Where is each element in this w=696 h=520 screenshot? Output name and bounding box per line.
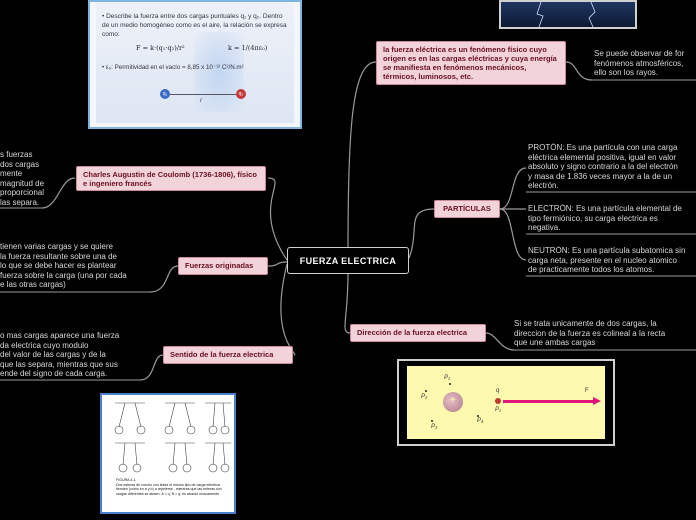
lightning-bolts-svg [536,1,596,28]
point-p1-label: P₁ [444,375,450,381]
topic-definicion[interactable]: la fuerza eléctrica es un fenómeno físic… [376,41,566,85]
topic-particulas[interactable]: PARTÍCULAS [434,200,500,218]
formula-card-inner: • Describe la fuerza entre dos cargas pu… [96,2,294,123]
lightning-image [499,0,637,29]
formula-bullet-1: • Describe la fuerza entre dos cargas pu… [102,13,287,38]
charge-q1-icon: q₁ [160,89,170,99]
repulsion-figure-card: FIGURA 4-1 Dos esferas de corcho con tin… [100,393,236,514]
point-p3-label: P₃ [431,424,438,430]
charge-axis-line [166,94,240,95]
note-definicion: Se puede observar de for fenómenos atmos… [594,49,685,78]
central-topic[interactable]: FUERZA ELECTRICA [287,247,409,274]
charge-q2-label: q₂ [238,91,244,97]
coulomb-formula-card: • Describe la fuerza entre dos cargas pu… [88,0,302,129]
force-arrow-head-icon [593,397,601,405]
charge-q2-icon: q₂ [236,89,246,99]
charge-q1-label: q₁ [162,91,168,97]
note-originadas: tienen varias cargas y se quiere la fuer… [0,242,127,290]
dot-p1 [449,383,451,385]
note-direccion: Si se trata unicamente de dos cargas, la… [514,319,666,348]
note-electron: ELECTRÓN: Es una partícula elemental de … [528,204,682,233]
topic-direccion[interactable]: Dirección de la fuerza electrica [350,324,486,342]
charges-diagram-inner: + P₁ P₂ P₃ P₄ q P₁ F [407,366,605,439]
point-pl-label: P₁ [495,407,501,413]
topic-coulomb[interactable]: Charles Augustin de Coulomb (1736-1806),… [76,166,266,191]
charge-q-icon [495,398,501,404]
dot-p2 [425,390,427,392]
formula-bullet-2-text: ε₀: Permitividad en el vacío = 8,85 x 10… [105,64,244,71]
note-coulomb: s fuerzas dos cargas mente magnitud de p… [0,150,45,207]
lightning-decoration [194,32,244,112]
dot-p4 [477,415,479,417]
central-charge-sign: + [450,395,456,406]
topic-originadas[interactable]: Fuerzas originadas [178,257,268,275]
central-charge-icon [443,392,463,412]
force-f-label: F [585,388,589,394]
topic-sentido[interactable]: Sentido de la fuerza electrica [163,346,293,364]
note-neutron: NEUTRÓN: Es una partícula subatomica sin… [528,246,686,275]
charge-q-label: q [496,388,500,394]
figure-caption: FIGURA 4-1 Dos esferas de corcho con tin… [116,478,222,496]
formula-bullet-2: • ε₀: Permitividad en el vacío = 8,85 x … [102,64,244,71]
lightning-bolt-icon [501,1,635,28]
point-p4-label: P₄ [477,418,484,424]
distance-label: r [200,98,202,104]
dot-p3 [431,420,433,422]
force-arrow [503,400,595,403]
note-proton: PROTÓN: Es una partícula con una carga e… [528,143,678,191]
charges-diagram-card: + P₁ P₂ P₃ P₄ q P₁ F [397,359,615,446]
formula-coulomb: F = k·(q₁·q₂)/r² [136,44,185,52]
repulsion-figure-svg [114,402,231,473]
formula-bullet-1-text: Describe la fuerza entre dos cargas punt… [102,13,287,38]
note-sentido: o mas cargas aparece una fuerza da elect… [0,331,120,379]
point-p2-label: P₂ [421,394,428,400]
formula-constant-k: k = 1/(4πε₀) [228,44,268,52]
